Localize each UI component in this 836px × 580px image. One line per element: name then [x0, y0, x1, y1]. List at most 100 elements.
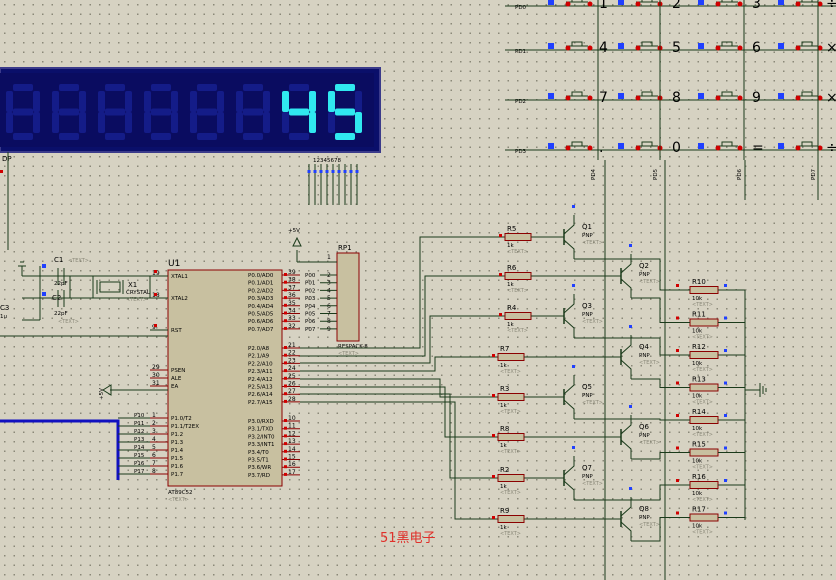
pin-state	[284, 273, 287, 276]
pin-state	[492, 394, 495, 397]
pulldown-resistor-value: 10k	[692, 524, 703, 530]
pin-state	[499, 313, 502, 316]
keypad-key[interactable]: 2	[618, 0, 681, 12]
transistor-ref: Q5	[582, 383, 592, 391]
p0-net-label: P07	[305, 327, 316, 333]
keypad-key-label: 1	[599, 0, 608, 12]
keypad-key[interactable]: .	[548, 140, 603, 156]
key-switch	[558, 141, 596, 151]
key-contact	[817, 95, 823, 101]
pin-state	[676, 284, 679, 287]
p1-net-label: P14	[134, 445, 145, 451]
mcu-pin-number: 2	[152, 420, 156, 427]
pulldown-resistor	[689, 481, 719, 489]
pin-state	[698, 0, 704, 5]
keypad-key[interactable]: ×	[778, 40, 836, 56]
keypad-key[interactable]: 9	[698, 90, 761, 106]
pin-state	[724, 479, 727, 482]
base-resistor-text: <TEXT>	[500, 369, 521, 375]
driver-wire	[574, 484, 745, 501]
mcu-pin-name: P2.3/A11	[248, 369, 273, 375]
mcu-pin-name: P0.2/AD2	[248, 288, 273, 294]
segment-c	[79, 112, 86, 133]
driver-wire	[574, 258, 745, 291]
c1-ref: C1	[54, 256, 63, 264]
pin-state	[778, 0, 784, 5]
segment-a	[59, 84, 79, 91]
mcu-pin-number: 39	[288, 269, 296, 276]
pin-state	[698, 93, 704, 99]
key-contact	[635, 95, 641, 101]
keypad-col-label: PD5	[653, 168, 659, 180]
segment-a	[335, 84, 355, 91]
pin-state	[548, 43, 554, 49]
mcu-pin-name: P1.7	[171, 472, 184, 478]
pin-state	[284, 399, 287, 403]
keypad-key[interactable]: 0	[618, 140, 681, 156]
mcu-pin-name: P0.4/AD4	[248, 304, 274, 310]
pin-state	[319, 170, 323, 173]
base-resistor	[504, 233, 532, 241]
segment-c	[309, 112, 316, 133]
p1-net-label: P11	[134, 421, 144, 427]
key-contact	[587, 1, 593, 7]
key-contact	[737, 45, 743, 51]
base-resistor-value: 1k	[507, 282, 514, 288]
transistor-text: <TEXT>	[639, 522, 660, 528]
mcu-pin-name: P1.1/T2EX	[171, 424, 199, 430]
mcu-pin-name: P0.6/AD6	[248, 319, 274, 325]
pulldown-resistor-ref: R14	[692, 408, 706, 416]
mcu-pin-name: P1.6	[171, 464, 184, 470]
mcu-pin-number: 10	[288, 415, 296, 422]
key-contact	[587, 45, 593, 51]
segment-b	[309, 91, 316, 112]
p1-net-label: P10	[134, 413, 145, 419]
mcu-pin-number: 3	[152, 428, 156, 435]
base-resistor-value: 1k	[507, 322, 514, 328]
key-contact	[635, 45, 641, 51]
pulldown-resistor-ref: R17	[692, 506, 706, 514]
pin-state	[724, 511, 727, 515]
keypad-key[interactable]: 5	[618, 40, 681, 56]
segment-f	[328, 91, 335, 112]
base-resistor-ref: R9	[500, 507, 509, 515]
transistor-type: PNP	[639, 272, 650, 278]
pin-state	[778, 143, 784, 149]
driver-wire	[300, 378, 498, 398]
key-switch	[558, 91, 596, 101]
keypad-key[interactable]: 7	[548, 90, 608, 106]
rp1-pin1: 1	[327, 254, 331, 261]
key-contact	[565, 95, 571, 101]
keypad-key[interactable]: ÷	[778, 140, 836, 156]
keypad-key-label: ×	[826, 90, 836, 106]
mcu-pin-name: P1.3	[171, 440, 184, 446]
pulldown-resistor-value: 10k	[692, 491, 703, 497]
transistor-leads	[620, 335, 632, 379]
keypad-key[interactable]: 3	[698, 0, 761, 12]
key-switch	[628, 0, 666, 7]
key-switch	[788, 141, 826, 151]
keypad-key[interactable]: 8	[618, 90, 681, 106]
mcu-part: AT89C52	[168, 490, 193, 496]
keypad-key[interactable]: 4	[548, 40, 608, 56]
keypad-key[interactable]: =	[698, 140, 764, 156]
c2-value: 22pF	[54, 311, 68, 317]
pulldown-resistor-value: 10k	[692, 394, 703, 400]
keypad-key[interactable]: 1	[548, 0, 608, 12]
pin-state	[284, 392, 287, 396]
base-resistor-ref: R3	[500, 385, 509, 393]
driver-wire	[631, 452, 745, 460]
mcu-pin-name: P0.0/AD0	[248, 273, 274, 279]
mcu-pin-name: P1.5	[171, 456, 184, 462]
keypad-key[interactable]: 6	[698, 40, 761, 56]
keypad-key[interactable]: ×	[778, 90, 836, 106]
vcc-ea-label: +5V	[99, 388, 105, 400]
base-resistor-ref: R5	[507, 225, 516, 233]
keypad-col-label: PD4	[591, 168, 597, 180]
pin-state	[284, 434, 287, 438]
segment-c	[217, 112, 224, 133]
mcu-pin-number: 12	[288, 430, 296, 437]
c1-text: <TEXT>	[68, 258, 89, 264]
keypad-key[interactable]: ÷	[778, 0, 836, 12]
